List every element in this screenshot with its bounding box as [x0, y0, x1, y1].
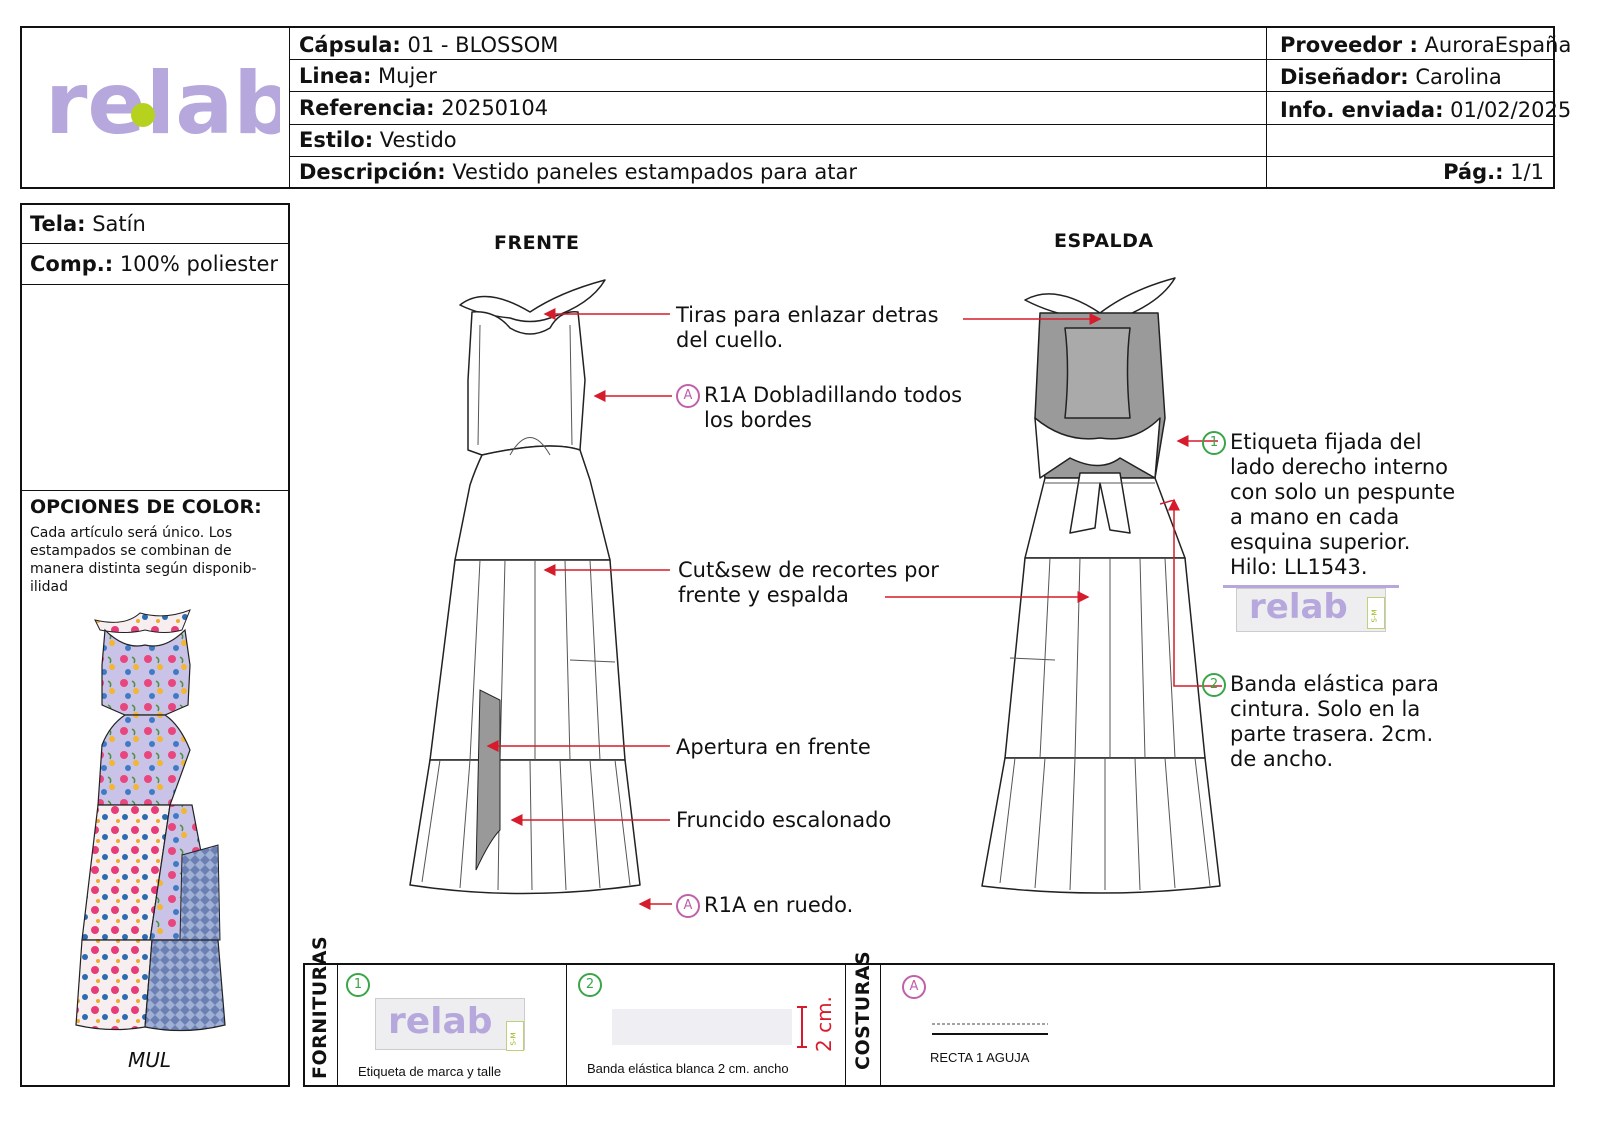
color-variant-dress-illustration [75, 609, 226, 1032]
back-dress-flat-sketch [981, 277, 1221, 894]
front-dress-flat-sketch [409, 279, 641, 895]
color-options-desc: Cada artículo será único. Los estampados… [30, 525, 257, 595]
trim-2-dimension-label: 2 cm. [812, 996, 836, 1052]
trim-2-dimension-marker [797, 1006, 807, 1048]
seam-caption: RECTA 1 AGUJA [930, 1050, 1030, 1065]
trim-1-icon: 1 [346, 973, 370, 997]
trim-1-caption: Etiqueta de marca y talle [358, 1064, 502, 1079]
label-position-marker [1160, 500, 1175, 505]
linea-cell: Linea: Mujer [299, 64, 437, 88]
seam-a-icon: A [676, 894, 700, 918]
seam-a-icon: A [902, 975, 926, 999]
trim-1-logo-text: relab [388, 1001, 493, 1042]
front-view-title: FRENTE [494, 232, 580, 254]
referencia-cell: Referencia: 20250104 [299, 96, 549, 120]
header-divider-logo [289, 26, 290, 189]
trims-seams-table [303, 963, 1555, 1087]
left-panel [20, 203, 290, 1087]
trim-1-size-tag: S-M [509, 1032, 518, 1046]
color-variant-label: MUL [128, 1048, 172, 1072]
trim-2-caption: Banda elástica blanca 2 cm. ancho [587, 1061, 789, 1076]
trim-2-icon: 2 [578, 973, 602, 997]
trim-1-brand-label: relab S-M [375, 998, 525, 1051]
info-enviada-cell: Info. enviada: 01/02/2025 [1280, 98, 1572, 122]
comp-cell: Comp.: 100% poliester [30, 252, 279, 276]
logo-accent-dot [131, 103, 155, 127]
annotation-front-opening: Apertura en frente [676, 735, 871, 759]
annotation-neck-ties: Tiras para enlazar detras del cuello. [676, 303, 939, 352]
back-view-title: ESPALDA [1054, 230, 1154, 252]
costuras-heading: COSTURAS [852, 950, 874, 1070]
color-options-title: OPCIONES DE COLOR: [30, 496, 262, 518]
estilo-cell: Estilo: Vestido [299, 128, 457, 152]
straight-stitch-symbol [932, 1023, 1048, 1035]
capsula-cell: Cápsula: 01 - BLOSSOM [299, 33, 559, 57]
descripcion-cell: Descripción: Vestido paneles estampados … [299, 160, 858, 184]
tela-cell: Tela: Satín [30, 212, 146, 236]
disenador-cell: Diseñador: Carolina [1280, 65, 1502, 89]
annotation-cut-sew: Cut&sew de recortes por frente y espalda [678, 558, 939, 607]
seam-a-icon: A [676, 384, 700, 408]
annotation-tiered-gathers: Fruncido escalonado [676, 808, 892, 832]
header-table [20, 26, 1555, 189]
header-divider-right [1266, 26, 1267, 189]
pagina-cell: Pág.: 1/1 [1443, 160, 1544, 184]
trim-1-icon: 1 [1202, 431, 1226, 455]
proveedor-cell: Proveedor : AuroraEspaña [1280, 33, 1572, 57]
brand-label-preview: relab S-M [1223, 585, 1399, 632]
fornituras-heading: FORNITURAS [309, 935, 331, 1079]
logo-text: relab [45, 55, 280, 154]
trim-2-icon: 2 [1202, 673, 1226, 697]
brand-logo: relab [45, 55, 280, 154]
trim-2-elastic-band [612, 1009, 792, 1045]
label-size-tag: S-M [1370, 609, 1379, 623]
label-logo-text: relab [1249, 587, 1348, 627]
